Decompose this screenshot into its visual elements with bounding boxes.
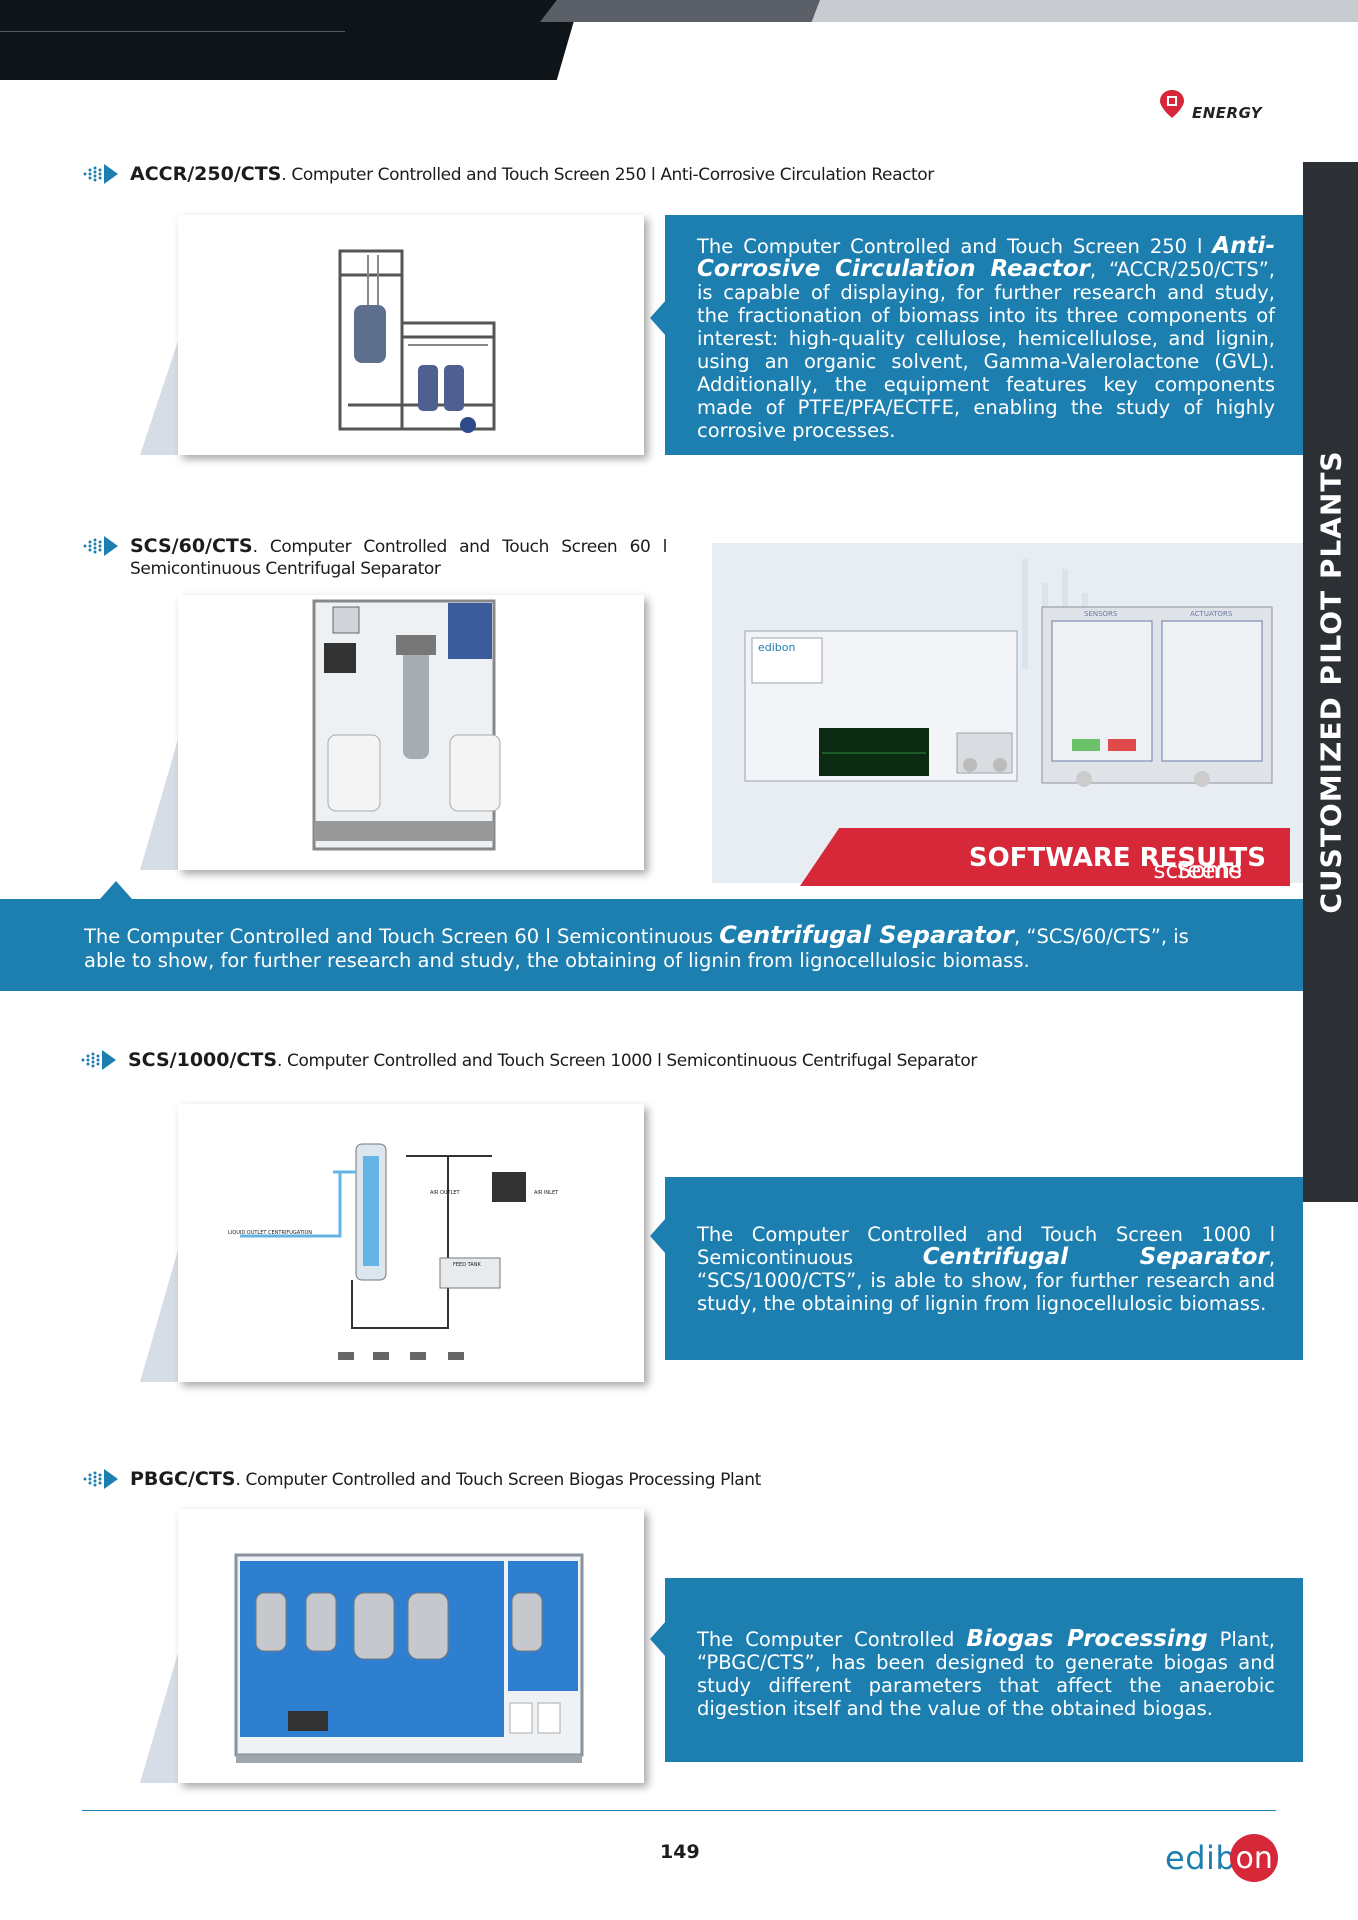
- description-text: , “SCS/60/CTS”, is able to show, for fur…: [84, 925, 1189, 972]
- product-code: PBGC/CTS: [130, 1468, 236, 1490]
- box-notch: [100, 881, 132, 899]
- section-label-text: ENERGY: [1192, 104, 1263, 122]
- product-heading-scs1000: SCS/1000/CTS. Computer Controlled and To…: [80, 1049, 1040, 1072]
- brand-logo: edib on: [1165, 1834, 1279, 1882]
- screen-sensors-label: SENSORS: [1084, 610, 1118, 618]
- product-image-accr: [178, 215, 644, 455]
- box-notch: [650, 1218, 666, 1254]
- product-image-pbgc: [178, 1509, 644, 1783]
- product-image-scs1000: LIQUID OUTLET CENTRIFUGATION AIR OUTLET …: [178, 1104, 644, 1382]
- description-text: Plant, “PBGC/CTS”, has been designed to …: [697, 1628, 1275, 1720]
- description-emphasis: Anti-Corrosive Circulation Reactor: [697, 233, 1275, 282]
- banner-text: Some: [1176, 858, 1242, 884]
- side-tab: CUSTOMIZED PILOT PLANTS: [1303, 162, 1358, 1202]
- product-description-scs60: The Computer Controlled and Touch Screen…: [0, 899, 1303, 991]
- diagram-label: AIR OUTLET: [430, 1190, 460, 1196]
- description-text: The Computer Controlled and Touch Screen…: [697, 235, 1213, 258]
- description-emphasis: Centrifugal Separator: [719, 921, 1014, 949]
- arrow-bullet-icon: [81, 1050, 116, 1070]
- screen-brand: edibon: [758, 641, 796, 654]
- banner-text: screens: [1153, 858, 1242, 884]
- diagram-label: FEED TANK: [453, 1262, 481, 1268]
- product-description-accr: The Computer Controlled and Touch Screen…: [665, 215, 1303, 455]
- description-emphasis: Centrifugal Separator: [922, 1244, 1269, 1270]
- product-title: . Computer Controlled and Touch Screen 2…: [281, 165, 934, 185]
- software-screens-panel: edibon SENSORS ACTUATORS: [712, 543, 1303, 883]
- map-pin-icon: [1160, 90, 1184, 118]
- top-bar-dark: [0, 0, 580, 80]
- banner-emphasis: SOFTWARE RESULTS: [968, 843, 1266, 873]
- arrow-bullet-icon: [83, 1469, 118, 1489]
- product-code: ACCR/250/CTS: [130, 163, 282, 185]
- section-label: ENERGY: [1160, 86, 1262, 122]
- process-diagram: [240, 1143, 526, 1360]
- box-notch: [650, 1621, 666, 1657]
- product-title: . Computer Controlled and Touch Screen B…: [235, 1470, 761, 1490]
- software-results-banner: Some SOFTWARE RESULTS screens: [800, 828, 1290, 886]
- footer-divider: [82, 1810, 1276, 1811]
- product-title: . Computer Controlled and Touch Screen 6…: [130, 537, 667, 579]
- page-number: 149: [660, 1841, 700, 1863]
- product-image-scs60: [178, 595, 644, 870]
- product-heading-pbgc: PBGC/CTS. Computer Controlled and Touch …: [82, 1468, 982, 1491]
- diagram-label: LIQUID OUTLET CENTRIFUGATION: [228, 1230, 313, 1236]
- arrow-bullet-icon: [83, 164, 118, 184]
- logo-text: edib: [1165, 1839, 1237, 1877]
- product-heading-accr: ACCR/250/CTS. Computer Controlled and To…: [82, 163, 982, 186]
- description-text: , “SCS/1000/CTS”, is able to show, for f…: [697, 1246, 1276, 1315]
- product-code: SCS/1000/CTS: [128, 1049, 278, 1071]
- screen-actuators-label: ACTUATORS: [1190, 610, 1233, 618]
- arrow-bullet-icon: [83, 536, 118, 556]
- description-emphasis: Biogas Processing: [966, 1626, 1208, 1652]
- top-bar-grey: [540, 0, 820, 22]
- product-code: SCS/60/CTS: [130, 535, 253, 557]
- separator-illustration: [312, 599, 501, 851]
- biogas-plant-illustration: [234, 1553, 584, 1763]
- description-text: , “ACCR/250/CTS”, is capable of displayi…: [697, 258, 1275, 442]
- side-tab-label: CUSTOMIZED PILOT PLANTS: [1314, 450, 1347, 914]
- diagram-label: AIR INLET: [534, 1190, 559, 1196]
- top-bar-light: [760, 0, 1358, 22]
- top-bar: [0, 0, 1358, 80]
- reactor-illustration: [338, 249, 496, 433]
- description-text: The Computer Controlled: [697, 1628, 967, 1651]
- top-bar-line: [0, 31, 345, 32]
- logo-badge: on: [1230, 1834, 1279, 1882]
- product-description-scs1000: The Computer Controlled and Touch Screen…: [665, 1177, 1303, 1360]
- product-description-pbgc: The Computer Controlled Biogas Processin…: [665, 1578, 1303, 1762]
- description-text: The Computer Controlled and Touch Screen…: [697, 1223, 1275, 1269]
- product-title: . Computer Controlled and Touch Screen 1…: [277, 1051, 977, 1071]
- product-heading-scs60: SCS/60/CTS. Computer Controlled and Touc…: [82, 535, 667, 580]
- box-notch: [650, 300, 666, 336]
- software-screenshots: [744, 559, 1273, 787]
- description-text: The Computer Controlled and Touch Screen…: [84, 925, 720, 948]
